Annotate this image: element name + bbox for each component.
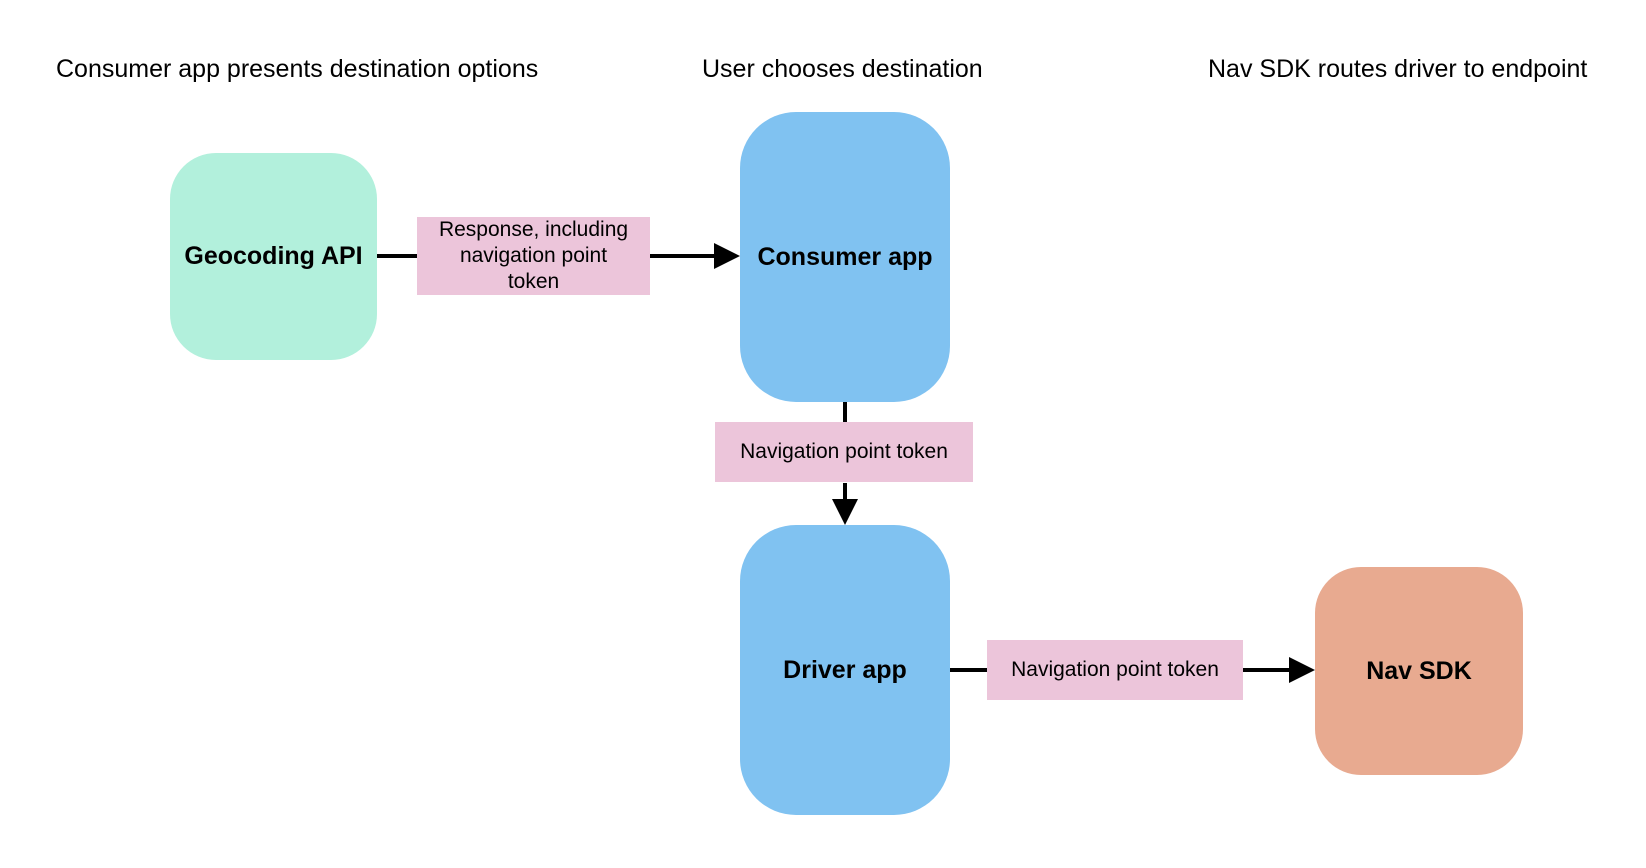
node-consumer-app-label: Consumer app — [757, 242, 933, 271]
edge-label-navigation-point-token-consumer-driver: Navigation point token — [715, 422, 973, 482]
arrowhead-to-driver-app-icon — [832, 499, 858, 525]
stage-header-consumer-presents: Consumer app presents destination option… — [56, 55, 539, 83]
node-driver-app: Driver app — [740, 525, 950, 815]
arrowhead-to-nav-sdk-icon — [1289, 657, 1315, 683]
edge-label-navigation-point-token-driver-navsdk: Navigation point token — [987, 640, 1243, 700]
node-driver-app-label: Driver app — [783, 655, 907, 684]
edge-label-response-including-token: Response, including navigation point tok… — [417, 217, 650, 295]
node-geocoding-api-label: Geocoding API — [184, 242, 363, 270]
stage-header-user-chooses: User chooses destination — [702, 55, 983, 83]
node-nav-sdk-label: Nav SDK — [1366, 656, 1472, 685]
stage-header-nav-sdk-routes: Nav SDK routes driver to endpoint — [1208, 55, 1588, 83]
node-geocoding-api: Geocoding API — [170, 153, 377, 360]
arrowhead-to-consumer-app-icon — [714, 243, 740, 269]
node-nav-sdk: Nav SDK — [1315, 567, 1523, 775]
node-consumer-app: Consumer app — [740, 112, 950, 402]
